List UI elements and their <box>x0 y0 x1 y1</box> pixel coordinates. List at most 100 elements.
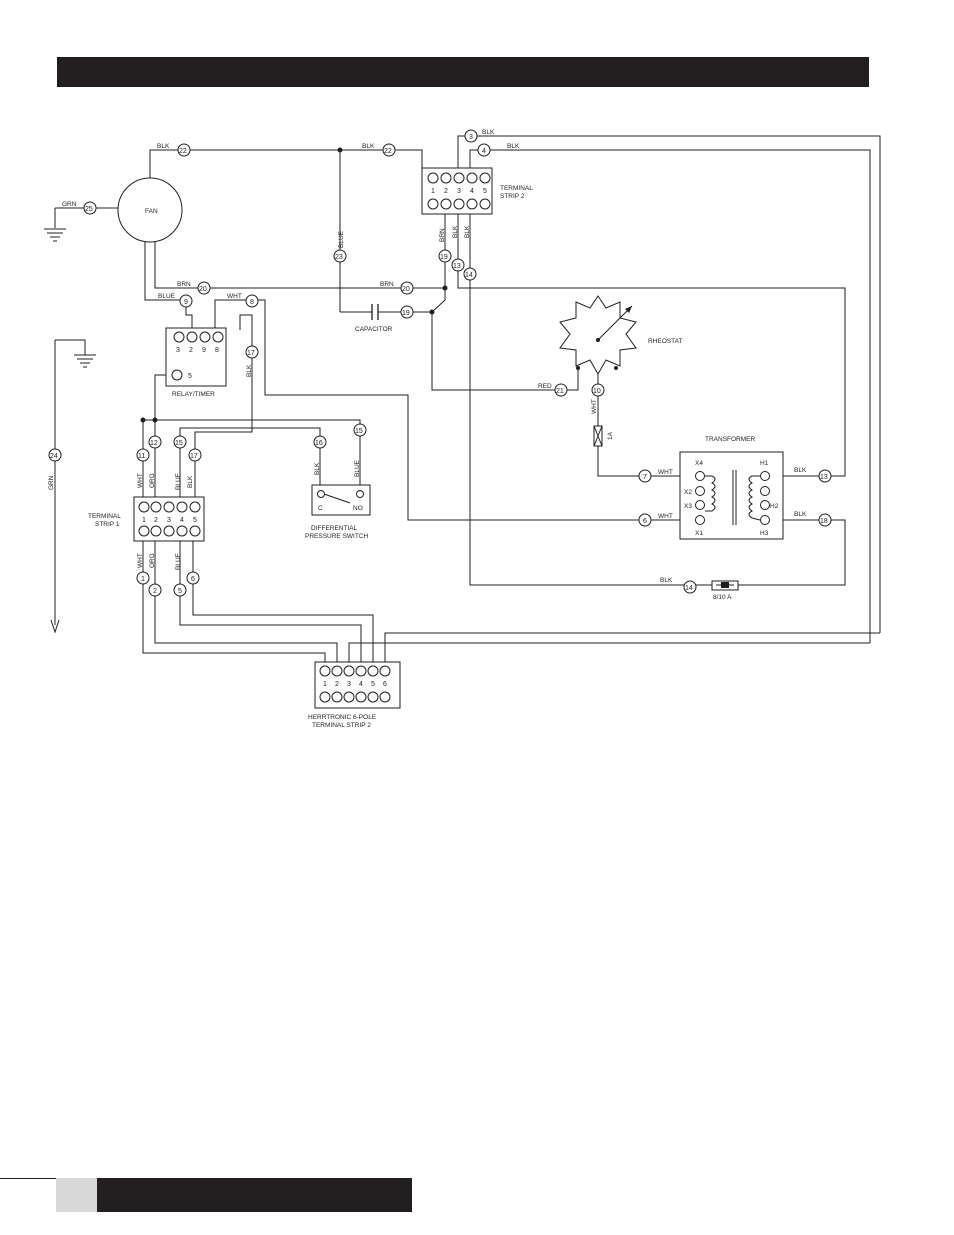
rheostat: RHEOSTAT <box>559 295 682 376</box>
wire-number-24: 24 <box>48 448 62 462</box>
transformer-label: TRANSFORMER <box>705 436 756 443</box>
wire-number-2: 2 <box>148 583 162 597</box>
svg-text:15: 15 <box>175 440 183 447</box>
svg-text:X2: X2 <box>684 489 692 496</box>
relay-timer: 3 2 9 8 5 RELAY/TIMER <box>165 327 227 398</box>
svg-text:BLUE: BLUE <box>175 552 182 570</box>
wire-4-herr <box>348 642 870 665</box>
svg-text:16: 16 <box>315 440 323 447</box>
svg-text:2: 2 <box>444 188 448 195</box>
svg-text:8: 8 <box>250 299 254 306</box>
wire-number-12: 12 <box>148 435 162 449</box>
svg-text:6: 6 <box>191 576 195 583</box>
wire-number-6: 6 <box>638 513 652 527</box>
junctions <box>140 147 448 423</box>
herrtronic-terminal-strip: 1 2 3 4 5 6 HERRTRONIC 6-POLE TERMINAL S… <box>308 661 401 729</box>
svg-text:1A: 1A <box>607 431 614 440</box>
svg-text:X3: X3 <box>684 503 692 510</box>
svg-text:2: 2 <box>153 588 157 595</box>
wire-number-6: 6 <box>186 571 200 585</box>
header-bar <box>57 57 869 87</box>
terminal-strip-1: 1 2 3 4 5 TERMINAL STRIP 1 <box>88 496 205 542</box>
svg-text:BLK: BLK <box>187 475 194 488</box>
wire-20 <box>154 240 445 289</box>
wire-22 <box>149 149 423 180</box>
svg-text:22: 22 <box>179 148 187 155</box>
svg-text:19: 19 <box>440 254 448 261</box>
svg-text:8/10 A: 8/10 A <box>713 594 732 601</box>
fuse-1a: 1A <box>593 425 614 447</box>
svg-text:3: 3 <box>347 681 351 688</box>
svg-text:BLK: BLK <box>362 143 375 150</box>
svg-text:11: 11 <box>138 453 145 460</box>
wire-3 <box>457 135 881 633</box>
svg-text:1: 1 <box>141 576 145 583</box>
svg-text:H2: H2 <box>770 503 779 510</box>
svg-text:18: 18 <box>820 518 828 525</box>
svg-text:1: 1 <box>431 188 435 195</box>
svg-text:4: 4 <box>359 681 363 688</box>
wire-21 <box>431 312 579 391</box>
svg-text:BLUE: BLUE <box>175 472 182 490</box>
ground-symbol-mid <box>74 354 96 368</box>
svg-text:12: 12 <box>150 440 158 447</box>
svg-text:4: 4 <box>180 517 184 524</box>
svg-text:BLK: BLK <box>794 511 807 518</box>
svg-text:BLK: BLK <box>794 467 807 474</box>
terminal-strip-2: 1 2 3 4 5 TERMINAL STRIP 2 <box>421 167 533 215</box>
svg-text:7: 7 <box>643 474 647 481</box>
wire-number-25: 25 <box>83 201 97 215</box>
svg-text:STRIP 2: STRIP 2 <box>500 193 525 200</box>
svg-text:STRIP 1: STRIP 1 <box>95 521 120 528</box>
wire-1 <box>142 540 326 665</box>
svg-text:ORG: ORG <box>149 553 156 568</box>
wire-15-line <box>143 419 361 485</box>
svg-text:5: 5 <box>188 373 192 380</box>
svg-text:17: 17 <box>190 453 198 460</box>
svg-text:WHT: WHT <box>658 513 673 520</box>
herrtronic-label: HERRTRONIC 6-POLE <box>308 714 377 721</box>
ground-arrow <box>50 619 60 634</box>
wire-number-13: 13 <box>451 258 465 272</box>
svg-text:13: 13 <box>820 474 828 481</box>
svg-text:H1: H1 <box>760 460 769 467</box>
svg-text:X4: X4 <box>695 460 703 467</box>
differential-pressure-switch: C NO DIFFERENTIAL PRESSURE SWITCH <box>305 484 371 540</box>
svg-text:14: 14 <box>685 585 693 592</box>
wire-number-17: 17 <box>245 345 259 359</box>
svg-text:24: 24 <box>50 453 58 460</box>
wire-17 <box>194 314 253 498</box>
svg-text:2: 2 <box>189 347 193 354</box>
terminal-strip-1-label: TERMINAL <box>88 513 121 520</box>
wire-14b <box>738 519 846 586</box>
terminal-strip-2-label: TERMINAL <box>500 185 533 192</box>
svg-text:BLK: BLK <box>314 462 321 475</box>
svg-text:WHT: WHT <box>137 553 144 568</box>
wire-number-15: 15 <box>353 423 367 437</box>
svg-text:2: 2 <box>154 517 158 524</box>
wire-number-14: 14 <box>683 580 697 594</box>
svg-text:BLUE: BLUE <box>158 293 176 300</box>
svg-text:GRN: GRN <box>48 475 55 490</box>
svg-text:BLK: BLK <box>157 143 170 150</box>
wire-number-5: 5 <box>173 583 187 597</box>
svg-text:5: 5 <box>371 681 375 688</box>
ground-symbol-top <box>44 228 66 242</box>
footer-page-box <box>56 1178 97 1212</box>
wire-2 <box>154 540 338 665</box>
svg-text:4: 4 <box>470 188 474 195</box>
wire-number-19: 19 <box>400 305 414 319</box>
wire-color-labels: BLK BLK BLK BLK GRN BRN BRN BLUE WHT RED… <box>48 129 807 584</box>
svg-text:BLK: BLK <box>482 129 495 136</box>
svg-text:BLK: BLK <box>660 577 673 584</box>
wire-number-11: 11 <box>136 448 150 462</box>
svg-text:13: 13 <box>453 263 461 270</box>
svg-text:3: 3 <box>457 188 461 195</box>
wire-number-21: 21 <box>554 383 568 397</box>
wire-number-20: 20 <box>197 281 211 295</box>
fan: FAN <box>117 177 183 243</box>
svg-text:3: 3 <box>469 134 473 141</box>
svg-text:ORG: ORG <box>149 473 156 488</box>
svg-text:PRESSURE SWITCH: PRESSURE SWITCH <box>305 533 369 540</box>
